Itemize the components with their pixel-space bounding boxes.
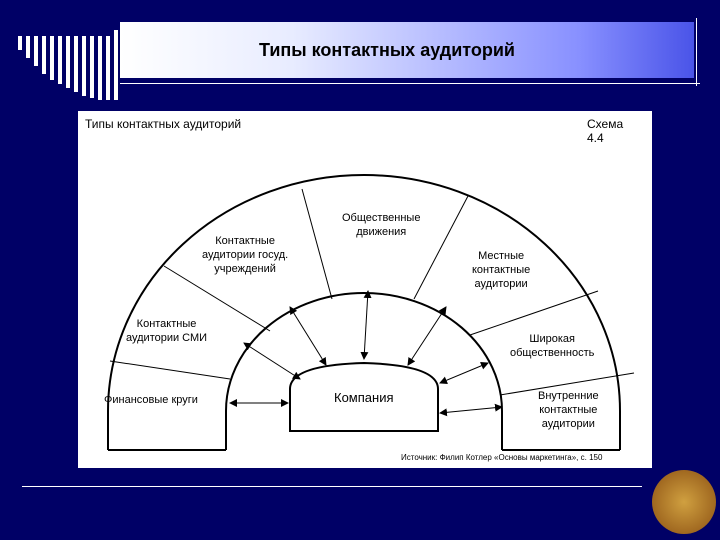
segment-public: Широкая общественность — [510, 333, 595, 359]
title-bar: Типы контактных аудиторий — [120, 22, 694, 78]
arch-diagram — [107, 174, 635, 451]
decorative-stripes — [18, 30, 118, 100]
segment-finance: Финансовые круги — [104, 394, 198, 406]
scheme-line1: Схема — [587, 117, 624, 131]
scheme-label: Схема 4.4 — [587, 117, 623, 145]
panel-title: Типы контактных аудиторий — [85, 117, 242, 131]
segment-media: Контактные аудитории СМИ — [126, 318, 208, 344]
slide-title: Типы контактных аудиторий — [259, 39, 515, 60]
segment-movements: Общественные движения — [342, 212, 421, 238]
segment-internal: Внутренние контактные аудитории — [538, 390, 599, 430]
divider-3 — [301, 188, 333, 300]
segment-gov: Контактные аудитории госуд. учреждений — [202, 235, 289, 275]
divider-top — [120, 83, 700, 84]
divider-right — [696, 18, 697, 86]
diagram-panel: Типы контактных аудиторий Схема 4.4 — [78, 111, 652, 468]
company-label: Компания — [334, 390, 394, 405]
divider-bottom — [22, 486, 642, 487]
divider-1 — [109, 360, 231, 380]
divider-5 — [469, 290, 599, 336]
divider-6 — [499, 372, 635, 396]
outer-arch — [107, 174, 621, 450]
source-note: Источник: Филип Котлер «Основы маркетинг… — [401, 453, 603, 462]
segment-local: Местные контактные аудитории — [472, 250, 531, 290]
divider-2 — [163, 265, 271, 332]
university-seal-icon — [652, 470, 716, 534]
divider-4 — [413, 195, 469, 300]
scheme-line2: 4.4 — [587, 131, 604, 145]
